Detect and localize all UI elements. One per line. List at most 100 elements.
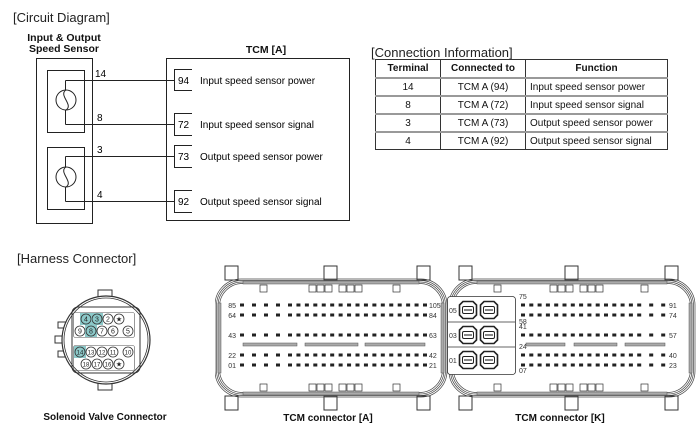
pin-terminal — [321, 313, 326, 317]
pin-row-start-label: 75 — [519, 294, 527, 301]
pin-terminal — [661, 363, 666, 367]
pin-terminal — [347, 313, 352, 317]
solenoid-pin: 17 — [91, 358, 103, 370]
pin-row-end-label: 21 — [429, 363, 437, 370]
pin-terminal — [406, 363, 411, 367]
tcm-a-label: TCM [A] — [245, 44, 287, 56]
pin-terminal — [628, 333, 633, 337]
pin-terminal — [414, 333, 419, 337]
pin-terminal — [296, 353, 301, 357]
svg-text:14: 14 — [77, 351, 84, 357]
svg-text:10: 10 — [125, 351, 132, 357]
pin-terminal — [363, 313, 368, 317]
cell-connected-to: TCM A (94) — [440, 77, 526, 97]
tcm-pin-number: 72 — [178, 120, 190, 131]
harness-connector-title: [Harness Connector] — [17, 251, 137, 266]
pin-row-end-label: 57 — [669, 333, 677, 340]
svg-text:13: 13 — [88, 351, 95, 357]
pin-terminal — [562, 333, 567, 337]
pin-terminal — [570, 363, 575, 367]
tcm-pin-function: Input speed sensor power — [200, 76, 316, 87]
pin-terminal — [545, 313, 550, 317]
circuit-diagram-title: [Circuit Diagram] — [13, 10, 110, 25]
pin-terminal — [252, 333, 256, 337]
pin-terminal — [288, 303, 292, 307]
pin-block-outline — [73, 312, 135, 338]
pin-terminal — [380, 313, 385, 317]
pin-terminal — [355, 333, 360, 337]
pin-terminal — [389, 303, 394, 307]
pin-terminal — [321, 333, 326, 337]
pin-terminal — [264, 333, 268, 337]
pin-terminal — [554, 353, 559, 357]
pin-terminal — [380, 353, 385, 357]
pin-row-end-label: 105 — [429, 303, 441, 310]
cell-terminal: 4 — [375, 131, 441, 150]
pin-terminal — [380, 303, 385, 307]
pin-terminal — [537, 353, 542, 357]
pin-terminal — [661, 313, 666, 317]
pin-terminal — [252, 303, 256, 307]
key-rib — [624, 342, 666, 347]
pin-terminal — [313, 313, 318, 317]
pin-terminal — [579, 313, 584, 317]
tcm-pin-box — [174, 69, 192, 91]
pin-terminal — [545, 303, 550, 307]
pin-terminal — [604, 353, 608, 357]
pin-terminal — [363, 333, 368, 337]
key-rib — [304, 342, 359, 347]
pin-row-end-label: 84 — [429, 313, 437, 320]
pin-terminal — [380, 363, 385, 367]
pin-terminal — [612, 363, 617, 367]
table-row: 14 TCM A (94) Input speed sensor power — [375, 77, 668, 97]
pin-terminal — [252, 363, 256, 367]
pin-terminal — [423, 333, 427, 337]
output-sensor-box — [47, 147, 85, 210]
solenoid-pin: 12 — [96, 346, 108, 358]
pin-terminal — [612, 303, 617, 307]
pin-terminal — [414, 303, 419, 307]
pin-terminal — [521, 313, 525, 317]
connection-info-title: [Connection Information] — [371, 45, 513, 60]
pin-terminal — [389, 363, 394, 367]
pin-terminal — [372, 363, 377, 367]
pin-terminal — [570, 333, 575, 337]
pin-terminal — [296, 363, 301, 367]
svg-text:★: ★ — [116, 361, 122, 369]
pin-terminal — [240, 313, 244, 317]
pin-terminal — [347, 353, 352, 357]
solenoid-pin: 18 — [80, 358, 92, 370]
pin-row-start-label: 01 — [228, 363, 236, 370]
pin-terminal — [570, 353, 575, 357]
pin-terminal — [637, 313, 642, 317]
pin-terminal — [240, 303, 244, 307]
power-pin-label: 01 — [449, 358, 457, 365]
svg-text:16: 16 — [105, 363, 112, 369]
pin-terminal — [537, 313, 542, 317]
solenoid-pin: 5 — [122, 325, 134, 337]
pin-row-end-label: 63 — [429, 333, 437, 340]
pin-terminal — [628, 363, 633, 367]
svg-text:12: 12 — [99, 351, 106, 357]
cell-connected-to: TCM A (92) — [440, 131, 526, 150]
pin-terminal — [649, 313, 654, 317]
pin-terminal — [587, 353, 592, 357]
pin-terminal — [347, 363, 352, 367]
tcm-a-caption: TCM connector [A] — [283, 413, 373, 424]
pin-row-end-label: 42 — [429, 353, 437, 360]
solenoid-pin: 7 — [96, 325, 108, 337]
power-pin-pair: 01 — [448, 346, 515, 370]
cell-connected-to: TCM A (72) — [440, 95, 526, 115]
pin-terminal — [554, 303, 559, 307]
pin-terminal — [288, 363, 292, 367]
solenoid-pin: 2 — [102, 313, 114, 325]
pin-terminal — [612, 353, 617, 357]
pin-terminal — [276, 303, 280, 307]
pin-terminal — [389, 313, 394, 317]
tcm-pin-number: 92 — [178, 197, 190, 208]
pin-terminal — [330, 333, 335, 337]
pin-terminal — [649, 333, 654, 337]
